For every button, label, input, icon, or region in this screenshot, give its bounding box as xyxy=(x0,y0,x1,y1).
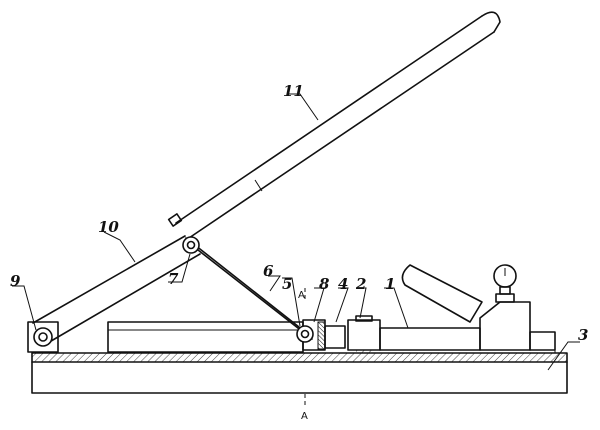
label-2: 2 xyxy=(355,275,366,293)
guide-rail xyxy=(107,321,304,353)
label-5: 5 xyxy=(282,275,292,293)
leader-lines xyxy=(12,93,580,371)
pivot-5 xyxy=(296,325,314,343)
label-1: 1 xyxy=(385,275,395,293)
label-3: 3 xyxy=(578,326,588,344)
lever-11 xyxy=(167,11,501,241)
label-10: 10 xyxy=(98,218,119,236)
pivot-7 xyxy=(182,236,200,254)
spacer-4 xyxy=(324,325,346,349)
label-9: 9 xyxy=(10,272,21,290)
arm-10 xyxy=(32,235,201,345)
pivot-9 xyxy=(27,321,59,353)
section-mark-top: A xyxy=(298,290,305,301)
reservoir-tube xyxy=(401,264,483,323)
label-6: 6 xyxy=(263,262,274,280)
label-8: 8 xyxy=(319,275,330,293)
label-11: 11 xyxy=(283,82,304,100)
pressure-gauge xyxy=(493,264,517,303)
section-mark-bottom: A xyxy=(301,411,308,422)
label-4: 4 xyxy=(338,275,348,293)
link-6 xyxy=(185,237,313,340)
cylinder-body xyxy=(379,301,556,351)
label-7: 7 xyxy=(168,270,179,288)
push-block xyxy=(347,315,381,353)
